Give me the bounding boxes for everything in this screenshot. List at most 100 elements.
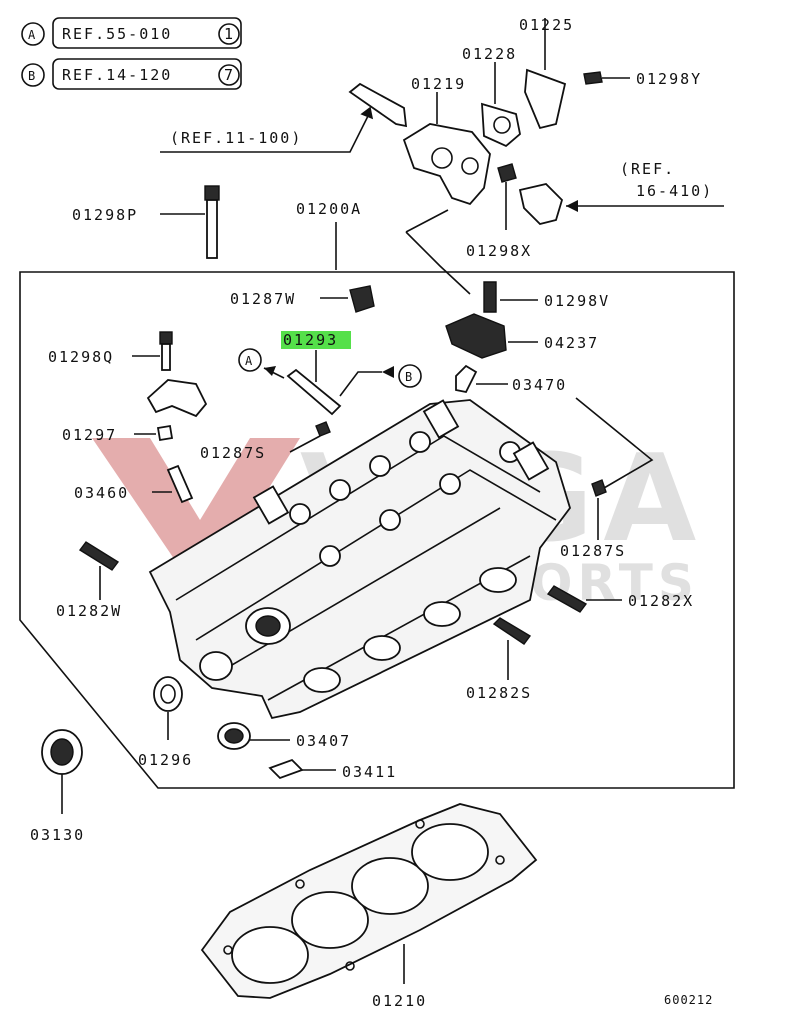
ref-b-circle [21,63,45,87]
part-01282W: 01282W [56,541,120,620]
port-1 [303,667,341,693]
label-03407: 03407 [296,732,351,750]
part-01287S-left: 01287S [200,421,331,462]
part-03470: 03470 [455,364,654,489]
part-01282S: 01282S [466,617,532,702]
part-01210: 01210 [200,803,538,1010]
label-01298V: 01298V [544,292,610,310]
diagram-code: 600212 [664,993,713,1007]
part-01293: 01293 A B [238,331,422,416]
part-01298V: 01298V [483,281,610,313]
connector-b-letter: B [405,370,412,384]
part-01282X-shape [546,585,588,613]
part-01287S-right-shape [591,479,607,497]
ref-a-num-circle [218,23,240,45]
label-01219: 01219 [411,75,466,93]
part-03470-shape [455,364,478,394]
label-01287S-right: 01287S [560,542,626,560]
label-01296: 01296 [138,751,193,769]
part-01287S-right: 01287S [560,479,626,560]
part-01287S-left-shape [315,421,331,437]
part-cam-cap [146,379,208,418]
part-04237-shape [445,313,507,359]
part-01298V-shape [483,281,497,313]
part-01282X: 01282X [546,585,694,613]
gasket-bore-3 [351,857,429,915]
connector-b-circle [398,364,422,388]
label-01200A: 01200A [296,200,362,218]
part-03130: 03130 [30,729,83,844]
part-01298Y: 01298Y [583,70,702,88]
part-01282S-shape [492,617,532,645]
label-01225: 01225 [519,16,574,34]
ref-b-num-circle [218,64,240,86]
part-01297: 01297 [62,424,174,444]
part-01228-shape [481,102,521,148]
part-04237: 04237 [445,313,599,359]
part-01287W: 01287W [230,285,375,313]
ref-box-a: A REF.55-010 1 [21,17,242,49]
part-01225: 01225 [519,16,574,130]
part-01287W-shape [349,285,375,313]
ref-a-circle [21,22,45,46]
ref-a-box [52,17,242,49]
connector-a-circle [238,348,262,372]
cam-journal-2 [199,651,233,681]
watermark-logo-mark [92,438,300,575]
part-03411-shape [268,758,304,780]
part-01219: 01219 [402,75,491,206]
ref-b-letter: B [28,69,35,83]
ref-a-num: 1 [224,25,233,43]
gasket-bore-4 [411,823,489,881]
gasket-bore-1 [231,926,309,984]
port-4 [479,567,517,593]
ref-b-num: 7 [224,66,233,84]
part-01219-shape [402,123,491,206]
label-01293: 01293 [283,331,338,349]
ref-a-text: REF.55-010 [62,25,172,43]
ref-a-letter: A [28,28,36,42]
part-03407: 03407 [217,722,351,750]
gasket-bore-2 [291,891,369,949]
part-sensor-ref11: (REF.11-100) [160,82,408,153]
cylinder-head [148,399,571,720]
label-01298Y: 01298Y [636,70,702,88]
label-04237: 04237 [544,334,599,352]
label-01287W: 01287W [230,290,296,308]
part-01298P-shape [204,185,220,201]
part-01298X: 01298X [466,163,532,260]
part-01298Q: 01298Q [48,331,173,371]
label-01298Q: 01298Q [48,348,114,366]
label-03470: 03470 [512,376,567,394]
label-01298X: 01298X [466,242,532,260]
part-01298Y-shape [583,71,603,85]
part-03460-shape [166,464,194,504]
label-ref11: (REF.11-100) [170,129,302,147]
label-ref16-a: (REF. [620,160,675,178]
part-01296: 01296 [138,676,193,769]
sensor-ref11-shape [348,82,408,128]
part-01298Q-shape [159,331,173,345]
label-03460: 03460 [74,484,129,502]
ref-box-b: B REF.14-120 7 [21,58,242,90]
ref-b-box [52,58,242,90]
label-01287S-left: 01287S [200,444,266,462]
part-01225-shape [524,68,567,130]
label-01293-highlight [281,331,351,349]
part-01296-shape [153,676,183,712]
label-01282X: 01282X [628,592,694,610]
part-01298P: 01298P [72,185,220,259]
part-01297-shape [156,424,174,442]
label-03411: 03411 [342,763,397,781]
assembly-frame [19,271,735,789]
part-01282W-shape [78,541,120,571]
label-01228: 01228 [462,45,517,63]
part-03411: 03411 [268,758,397,781]
label-ref16-b: 16-410) [636,182,713,200]
part-03460: 03460 [74,464,194,504]
part-01228: 01228 [462,45,521,148]
sensor-ref16-shape [518,183,564,225]
part-01298X-shape [497,163,517,183]
label-01282S: 01282S [466,684,532,702]
